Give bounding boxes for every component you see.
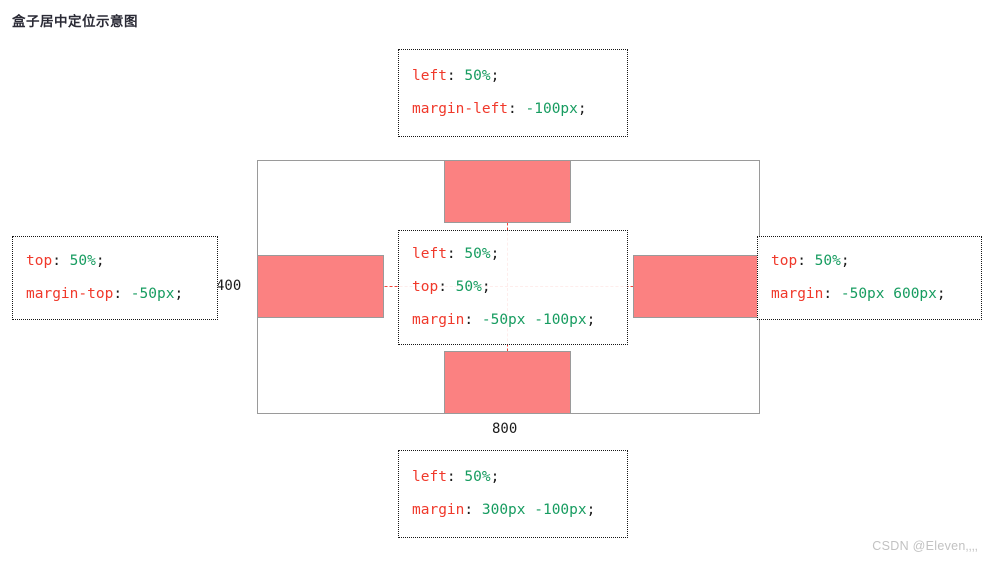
css-colon: : — [113, 286, 131, 302]
css-semicolon: ; — [174, 286, 184, 302]
code-line: top: 50%; — [13, 252, 217, 269]
csdn-watermark: CSDN @Eleven‚‚‚‚ — [872, 539, 978, 553]
code-line: margin: -50px -100px; — [399, 312, 627, 329]
css-colon: : — [797, 252, 815, 269]
child-box-left — [257, 255, 384, 318]
css-colon: : — [446, 67, 465, 84]
code-line: margin: 300px -100px; — [399, 502, 627, 518]
css-value: 300px -100px — [481, 502, 587, 518]
annotation-center: left: 50%; top: 50%; margin: -50px -100p… — [398, 230, 628, 345]
css-colon: : — [52, 252, 70, 269]
code-line: margin-top: -50px; — [13, 286, 217, 302]
page-title: 盒子居中定位示意图 — [12, 14, 138, 30]
css-colon: : — [464, 312, 482, 329]
css-value: 50% — [69, 252, 96, 269]
container-height-label: 400 — [216, 278, 242, 294]
css-property: margin — [771, 286, 824, 302]
css-property: top — [771, 252, 798, 269]
css-semicolon: ; — [577, 101, 587, 117]
css-value: -50px — [130, 286, 175, 302]
container-width-label: 800 — [492, 421, 518, 437]
code-line: top: 50%; — [399, 278, 627, 295]
css-value: -50px 600px — [840, 286, 937, 302]
css-property: margin — [412, 502, 465, 518]
child-box-bottom — [444, 351, 571, 414]
css-value: 50% — [455, 278, 482, 295]
css-value: 50% — [464, 245, 491, 262]
css-colon: : — [464, 502, 482, 518]
annotation-left: top: 50%; margin-top: -50px; — [12, 236, 218, 320]
css-colon: : — [446, 468, 465, 485]
code-line: margin-left: -100px; — [399, 101, 627, 117]
css-colon: : — [508, 101, 526, 117]
css-colon: : — [438, 278, 456, 295]
css-semicolon: ; — [936, 286, 946, 302]
css-property: left — [412, 67, 447, 84]
css-semicolon: ; — [490, 67, 500, 84]
css-semicolon: ; — [490, 245, 500, 262]
css-property: margin — [412, 312, 465, 329]
css-semicolon: ; — [95, 252, 105, 269]
css-property: left — [412, 468, 447, 485]
css-semicolon: ; — [481, 278, 491, 295]
code-line: left: 50%; — [399, 245, 627, 262]
css-semicolon: ; — [586, 502, 596, 518]
css-property: margin-left — [412, 101, 509, 117]
css-semicolon: ; — [490, 468, 500, 485]
annotation-bottom: left: 50%; margin: 300px -100px; — [398, 450, 628, 538]
annotation-right: top: 50%; margin: -50px 600px; — [757, 236, 982, 320]
css-property: top — [412, 278, 439, 295]
code-line: top: 50%; — [758, 252, 981, 269]
code-line: left: 50%; — [399, 468, 627, 485]
css-property: margin-top — [26, 286, 114, 302]
css-semicolon: ; — [840, 252, 850, 269]
css-colon: : — [823, 286, 841, 302]
child-box-top — [444, 160, 571, 223]
css-property: left — [412, 245, 447, 262]
css-colon: : — [446, 245, 465, 262]
css-value: -50px -100px — [481, 312, 587, 329]
css-value: 50% — [814, 252, 841, 269]
css-value: 50% — [464, 67, 491, 84]
annotation-top: left: 50%; margin-left: -100px; — [398, 49, 628, 137]
css-property: top — [26, 252, 53, 269]
css-semicolon: ; — [586, 312, 596, 329]
code-line: left: 50%; — [399, 67, 627, 84]
css-value: 50% — [464, 468, 491, 485]
code-line: margin: -50px 600px; — [758, 286, 981, 302]
css-value: -100px — [525, 101, 578, 117]
child-box-right — [633, 255, 760, 318]
